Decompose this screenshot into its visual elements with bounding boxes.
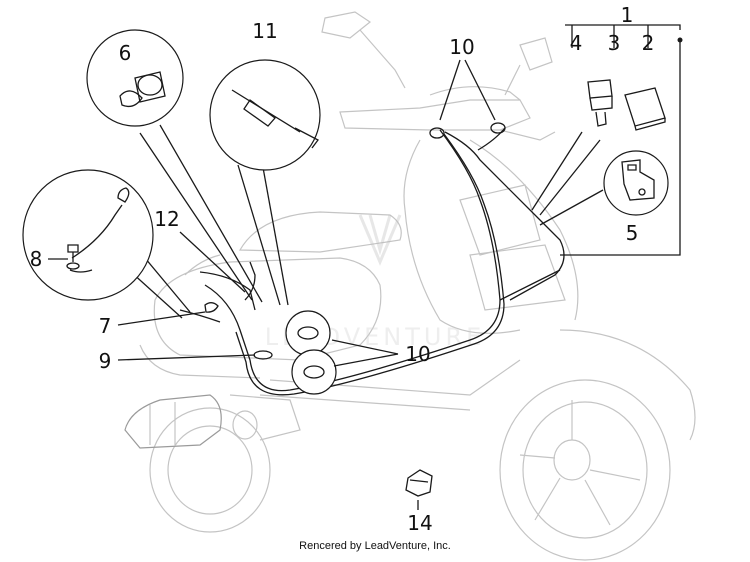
callout-5: 5 (626, 221, 639, 245)
callout-6: 6 (119, 41, 132, 65)
footer-credit: Rencered by LeadVenture, Inc. (299, 540, 451, 552)
callout-11: 11 (252, 19, 277, 43)
callout-1: 1 (621, 3, 634, 27)
callout-3: 3 (608, 31, 621, 55)
detail-bubble-11 (209, 59, 321, 306)
callout-9: 9 (99, 349, 112, 373)
callout-4: 4 (570, 31, 583, 55)
callout-14: 14 (407, 511, 432, 535)
detail-rings-10 (285, 310, 399, 395)
callout-leaders (48, 59, 496, 510)
detail-bubble-8 (22, 169, 191, 319)
detail-bubble-6 (86, 29, 263, 303)
callout-10-top: 10 (449, 35, 474, 59)
detail-bubble-5 (539, 150, 669, 226)
callout-12: 12 (154, 207, 179, 231)
callout-7: 7 (99, 314, 112, 338)
callout-8: 8 (30, 247, 43, 271)
callout-10-bottom: 10 (405, 342, 430, 366)
callout-2: 2 (642, 31, 655, 55)
parts-group-1 (531, 24, 683, 256)
scooter-illustration (124, 11, 696, 561)
wiring-harness (179, 122, 565, 497)
